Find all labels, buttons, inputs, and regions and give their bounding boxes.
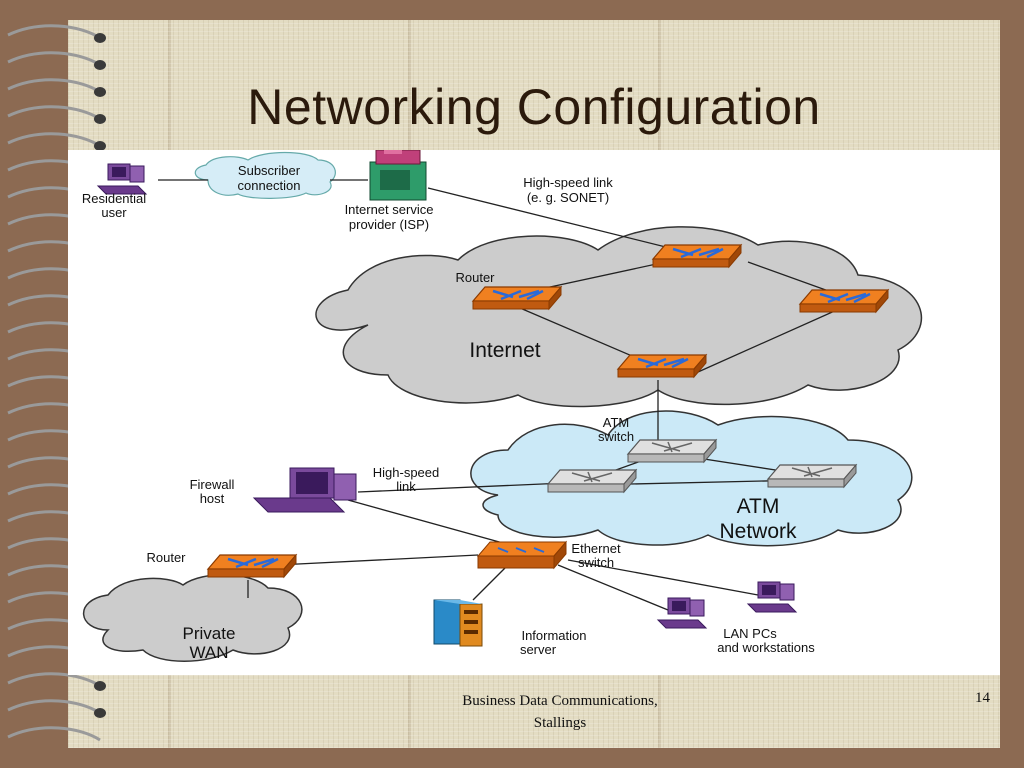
ethernet-switch-label: switch: [578, 555, 614, 570]
router-label: Router: [455, 270, 495, 285]
footer-line: Stallings: [533, 715, 587, 731]
subscriber-cloud: [194, 151, 336, 199]
router-icon: [651, 243, 743, 269]
router-icon: [206, 553, 298, 579]
lan-pcs-label: and workstations: [717, 640, 815, 655]
router-label: Router: [146, 550, 186, 565]
highspeed-link-label: High-speed link: [523, 175, 613, 190]
atm-network-label: ATM: [737, 495, 780, 518]
atm-switch-icon: [627, 439, 717, 463]
internet-cloud: [315, 226, 923, 408]
information-server-label: server: [520, 642, 557, 657]
network-links: [158, 179, 849, 611]
private-wan-label: Private: [183, 624, 236, 643]
atm-switch-icon: [547, 469, 637, 493]
atm-switch-label: switch: [598, 429, 634, 444]
residential-pc-icon: [97, 163, 147, 195]
highspeed-link-label: link: [396, 479, 416, 494]
network-diagram: Subscriber connection Residential user I…: [68, 150, 1000, 675]
atm-switch-label: ATM: [603, 415, 629, 430]
highspeed-link-label: (e. g. SONET): [527, 190, 609, 205]
lan-pc-icon: [657, 597, 707, 629]
footer-line: Business Data Communications,: [462, 693, 658, 709]
isp-server-icon: [369, 150, 427, 201]
router-icon: [616, 353, 708, 379]
ethernet-switch-label: Ethernet: [571, 541, 621, 556]
firewall-label: Firewall: [190, 477, 235, 492]
atm-network-label: Network: [719, 520, 797, 543]
slide-title: Networking Configuration: [247, 79, 821, 135]
isp-label: Internet service: [345, 202, 434, 217]
subscriber-label: connection: [238, 178, 301, 193]
ethernet-switch-icon: [476, 540, 568, 570]
internet-label: Internet: [469, 339, 540, 362]
residential-label: user: [101, 205, 127, 220]
lan-pcs-label: LAN PCs: [723, 626, 777, 641]
atm-switch-icon: [767, 464, 857, 488]
lan-pc-icon: [747, 581, 797, 613]
highspeed-link-label: High-speed: [373, 465, 440, 480]
residential-label: Residential: [82, 191, 146, 206]
atm-cloud: [470, 410, 913, 547]
slide-footer: Business Data Communications, Stallings: [420, 690, 700, 734]
firewall-host-icon: [252, 467, 357, 513]
router-icon: [798, 288, 890, 314]
information-server-label: Information: [521, 628, 586, 643]
page-number: 14: [975, 690, 990, 706]
private-wan-cloud: [82, 574, 303, 662]
subscriber-label: Subscriber: [238, 163, 301, 178]
private-wan-label: WAN: [189, 643, 228, 662]
isp-label: provider (ISP): [349, 217, 429, 232]
information-server-icon: [433, 599, 483, 647]
router-icon: [471, 285, 563, 311]
firewall-label: host: [200, 491, 225, 506]
